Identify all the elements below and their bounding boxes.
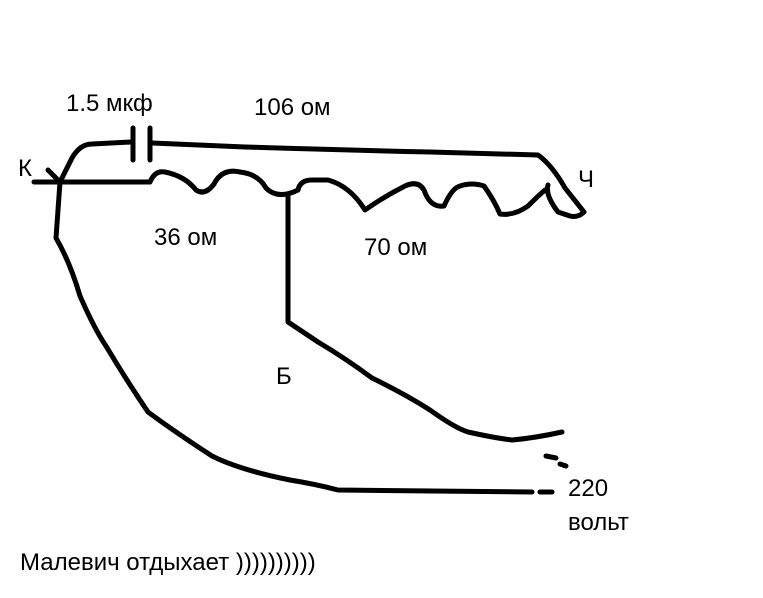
wire-106-ohm	[149, 140, 587, 219]
wire-k-to-capacitor	[57, 139, 134, 185]
caption-text: Малевич отдыхает ))))))))))	[20, 549, 316, 576]
wire-left-loop	[53, 179, 535, 495]
resistor-70-label: 70 ом	[364, 234, 428, 261]
supply-value-label: 220	[568, 475, 609, 502]
resistor-36-label: 36 ом	[154, 224, 218, 251]
supply-unit-label: вольт	[568, 509, 629, 536]
supply-terminal-mark	[543, 453, 569, 469]
wire-k-stub	[31, 167, 63, 185]
wire-b-branch	[285, 193, 565, 443]
capacitor-label: 1.5 мкф	[66, 90, 153, 117]
resistor-106-label: 106 ом	[254, 94, 331, 121]
node-k-label: К	[18, 155, 32, 182]
resistor-coil	[57, 168, 548, 217]
node-b-label: Б	[276, 363, 292, 390]
node-ch-label: Ч	[578, 166, 594, 193]
